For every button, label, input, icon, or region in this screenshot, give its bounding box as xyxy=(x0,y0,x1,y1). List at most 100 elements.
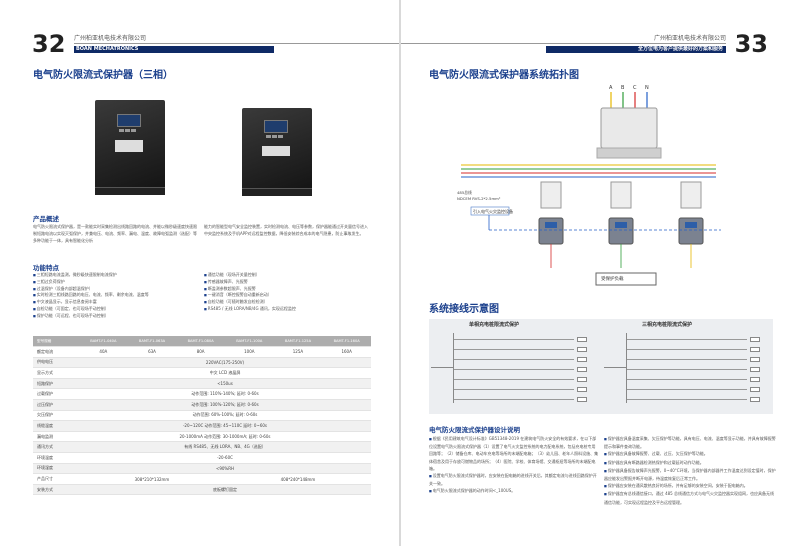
list-item: 传感器故障声、光报警 xyxy=(204,279,372,286)
protector-unit xyxy=(538,217,564,245)
name-plate xyxy=(115,140,143,152)
table-header-cell: BAMT-F1-080A xyxy=(176,336,225,348)
table-header-cell: BAMT-F1-125A xyxy=(273,336,323,348)
table-header-label: 型号规格 xyxy=(33,336,79,348)
table-row: 产品尺寸 308*210*132mm 408*240*148mm xyxy=(33,473,371,485)
table-cell: <90%RH xyxy=(79,463,371,475)
product-image-large xyxy=(242,108,312,196)
table-cell: 底板螺钉固定 xyxy=(79,484,371,496)
table-cell: -20~120C 动作范围: 45~110C 延时: 0~60s xyxy=(79,420,371,432)
cable-spec-label: NDCEM RVS-2*2.5mm² xyxy=(457,196,501,201)
table-cell: 220VAC(175-250V) xyxy=(79,357,371,369)
table-header-row: 型号规格 BAMT-F1-040A BAMT-F1-063A BAMT-F1-0… xyxy=(33,336,371,348)
table-cell: <150us xyxy=(79,378,371,390)
feeder-row xyxy=(627,349,747,350)
terminal-block xyxy=(242,188,312,196)
list-item: 自检功能（可随时触发自检检测） xyxy=(204,299,372,306)
table-row-label: 漏电监测 xyxy=(33,431,79,443)
left-page: 32 广州柏亚机电技术有限公司 BOAN MECHATRONICS 电气防火限流… xyxy=(0,0,399,546)
table-row: 环境温度-20-60C xyxy=(33,452,371,464)
product-image-small xyxy=(95,100,165,195)
header-rule xyxy=(401,43,726,44)
wiring-title: 系统接线示意图 xyxy=(429,304,499,315)
feeder-row xyxy=(454,389,574,390)
list-item: RS485 / 无线 LORA/NB/4G 通讯，实现远程监控 xyxy=(204,306,372,313)
table-row: 过载保护动作范围: 110%-140%; 延时: 0-60s xyxy=(33,388,371,401)
table-row-label: 短路保护 xyxy=(33,378,79,390)
list-item: 保护器应安装在通风散热良好的场所，并有足够的安装空间，安装于配电箱内。 xyxy=(604,482,776,490)
distribution-busbar xyxy=(596,147,662,159)
table-row-label: 环境湿度 xyxy=(33,463,79,475)
overview-text-right: 能力的智能型电气安全监控装置，实时检测电流、电压等参数，保护器能通过开关量信号进… xyxy=(204,224,368,236)
table-header-cell: BAMT-F1-100A xyxy=(224,336,274,348)
table-header-cell: BAMT-F1-040A xyxy=(79,336,128,348)
charger-box xyxy=(750,377,760,382)
lcd-screen xyxy=(117,114,141,127)
topology-title: 电气防火限流式保护器系统拓扑图 xyxy=(429,70,579,81)
list-item: 保护器应具有断路器检测热保护和过载延时动作功能。 xyxy=(604,459,776,467)
wiring-diagram-panel: 单相充电桩限流式保护 三相充电桩限流式保护 xyxy=(429,319,773,414)
list-item: 保护器应具备温度采集、欠压保护等功能，具有电压、电流、温度等显示功能，并具有故障… xyxy=(604,435,776,450)
topology-diagram: A B C N xyxy=(461,85,721,286)
feeder-row xyxy=(454,399,574,400)
list-item: 保护器应具备故障报警、过载、过压、欠压保护等功能。 xyxy=(604,450,776,458)
table-row-label: 线缆温度 xyxy=(33,420,79,432)
lcd-screen xyxy=(615,222,627,228)
feeder-row xyxy=(454,339,574,340)
list-item: 保护功能（可远程、也可现场手动控制） xyxy=(33,313,201,320)
table-row: 环境湿度<90%RH xyxy=(33,463,371,475)
charger-box xyxy=(750,367,760,372)
table-row-label: 欠压保护 xyxy=(33,410,79,422)
brand-band: BOAN MECHATRONICS xyxy=(74,46,274,53)
monitor-device-label: 引入电气火灾监控设备 xyxy=(473,209,513,214)
branch-breaker xyxy=(680,181,702,209)
lcd-screen xyxy=(545,222,557,228)
three-phase-title: 三相充电桩限流式保护 xyxy=(642,322,693,328)
page-number: 32 xyxy=(32,30,66,58)
table-cell: -20-60C xyxy=(79,452,371,464)
slogan-band: 全方位电为客户提供最好的方案和服务 xyxy=(546,46,726,53)
feeder-row xyxy=(454,359,574,360)
single-phase-title: 单相充电桩限流式保护 xyxy=(469,322,520,328)
table-row-label: 显示方式 xyxy=(33,367,79,379)
bus-label: 485总线 xyxy=(457,190,472,195)
charger-box xyxy=(750,347,760,352)
phase-label-n: N xyxy=(645,85,649,91)
lcd-screen xyxy=(685,222,697,228)
table-row: 额定电流 40A 63A 80A 100A 125A 160A xyxy=(33,346,371,358)
table-cell: 63A xyxy=(127,346,177,358)
phase-label-b: B xyxy=(621,85,625,91)
charger-box xyxy=(750,387,760,392)
charger-box xyxy=(750,397,760,402)
feeder-row xyxy=(627,369,747,370)
button-row xyxy=(119,129,136,132)
table-cell: 中文 LCD 液晶屏 xyxy=(79,367,371,379)
table-row: 欠压保护动作范围: 60%-100%; 延时: 0-60s xyxy=(33,410,371,422)
design-notes-left: 根据《民用建筑电气设计标准》GB51348-2019 在建筑电气防火安全的有效要… xyxy=(429,435,599,496)
charger-box xyxy=(577,387,587,392)
table-cell: 125A xyxy=(273,346,323,358)
name-plate xyxy=(262,146,290,156)
company-name: 广州柏亚机电技术有限公司 xyxy=(653,35,726,42)
list-item: 一键消音（断控报警自动重新启动） xyxy=(204,292,372,299)
table-row-label: 供电电压 xyxy=(33,357,79,369)
charger-box xyxy=(750,337,760,342)
protector-unit xyxy=(678,217,704,245)
feeder-row xyxy=(627,359,747,360)
features-list-right: 通信功能（现场开关量控制） 传感器故障声、光报警 断监测参数超限声、光报警 一键… xyxy=(204,272,372,313)
design-notes-title: 电气防火限流式保护器设计说明 xyxy=(429,426,520,434)
spec-table: 型号规格 BAMT-F1-040A BAMT-F1-063A BAMT-F1-0… xyxy=(33,336,371,496)
protected-load-box xyxy=(595,272,657,286)
features-list-left: 三相短路电流监测，微秒级快速限制电流保护 三相过负荷保护 过温保护（设备内部超温… xyxy=(33,272,201,320)
table-cell: 160A xyxy=(322,346,371,358)
table-cell: 动作范围: 60%-100%; 延时: 0-60s xyxy=(79,410,371,422)
list-item: 实时检测三相线路回路的电压、电流、频率、剩余电流、温度等 xyxy=(33,292,201,299)
charger-box xyxy=(750,357,760,362)
table-row-label: 产品尺寸 xyxy=(33,473,79,485)
terminal-block xyxy=(95,187,165,195)
table-row: 过压保护动作范围: 100%-120%; 延时: 0-60s xyxy=(33,399,371,411)
features-heading: 功能特点 xyxy=(33,264,59,272)
table-row-label: 安装方式 xyxy=(33,484,79,496)
charger-box xyxy=(577,337,587,342)
protector-unit xyxy=(608,217,634,245)
